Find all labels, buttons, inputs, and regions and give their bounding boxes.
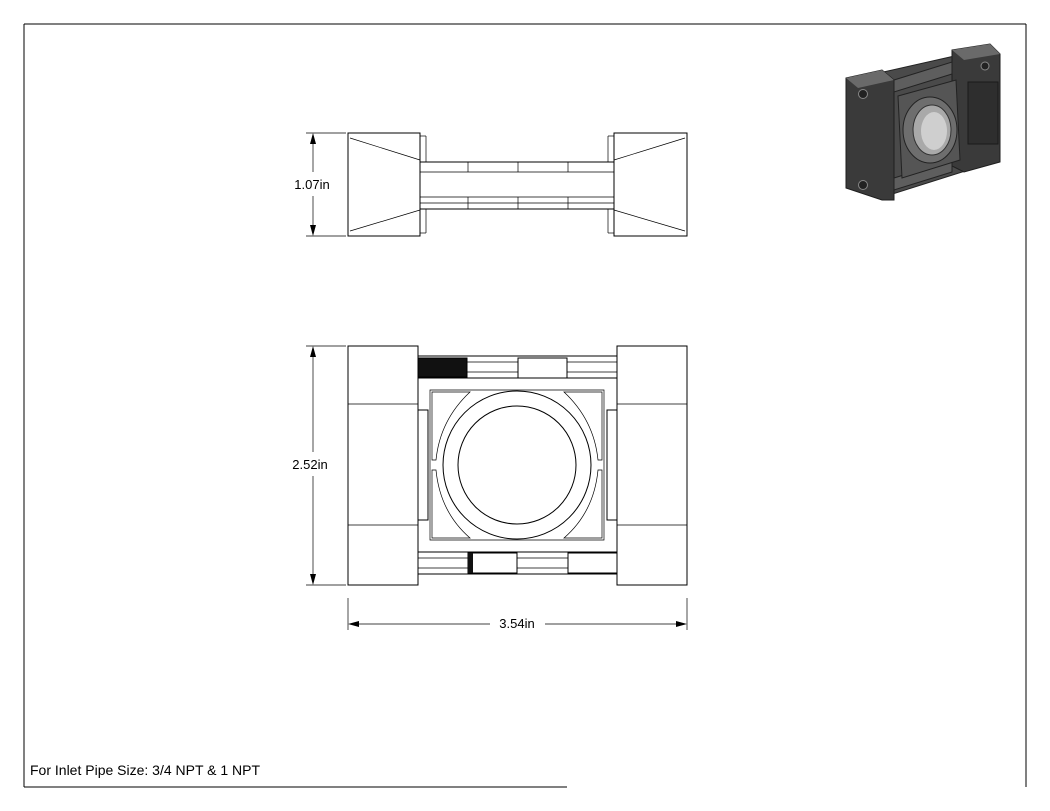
dimension-height-side: 1.07in: [294, 132, 346, 237]
sheet-border: [23, 23, 1027, 788]
dimension-width-front: 3.54in: [347, 598, 688, 631]
isometric-part-render-icon: [845, 43, 1001, 201]
dimension-label-width-front: 3.54in: [499, 616, 534, 631]
dimension-height-front: 2.52in: [292, 345, 346, 586]
dimension-label-height-side: 1.07in: [294, 177, 329, 192]
side-view: [347, 132, 688, 237]
inlet-pipe-size-note: For Inlet Pipe Size: 3/4 NPT & 1 NPT: [30, 762, 261, 778]
dimension-label-height-front: 2.52in: [292, 457, 327, 472]
front-view: [347, 345, 688, 586]
